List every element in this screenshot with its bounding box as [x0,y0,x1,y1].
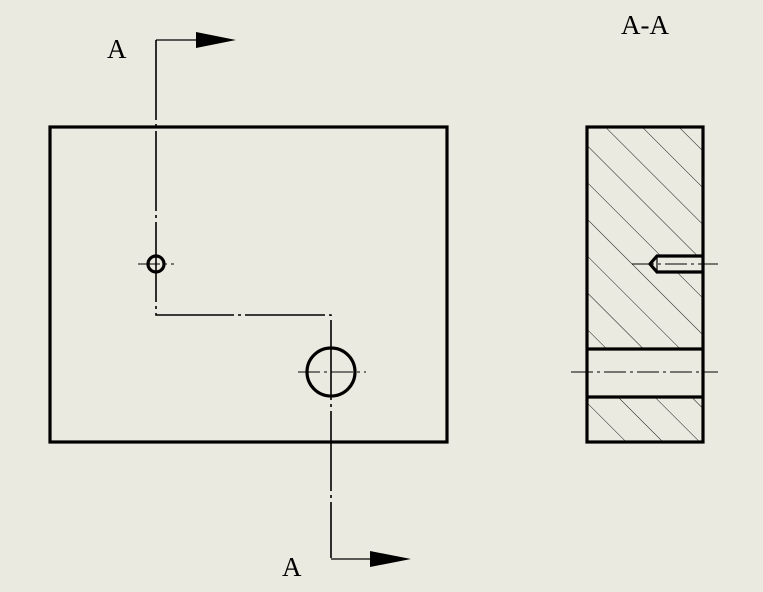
blind-hole-section [632,254,718,274]
hatch-lower [587,397,703,442]
large-hole [298,346,366,398]
section-view [571,125,718,444]
front-view-outline [48,125,449,444]
section-label-bottom: A [282,552,302,582]
section-arrow-bottom [370,551,411,567]
section-view-title: A-A [621,10,669,40]
section-label-top: A [107,34,127,64]
through-hole-section [571,347,718,399]
section-arrow-top [196,32,236,48]
section-view-outline [585,125,705,444]
front-view [48,125,449,444]
cutting-plane-line [155,32,411,567]
hatch-upper [587,127,703,349]
